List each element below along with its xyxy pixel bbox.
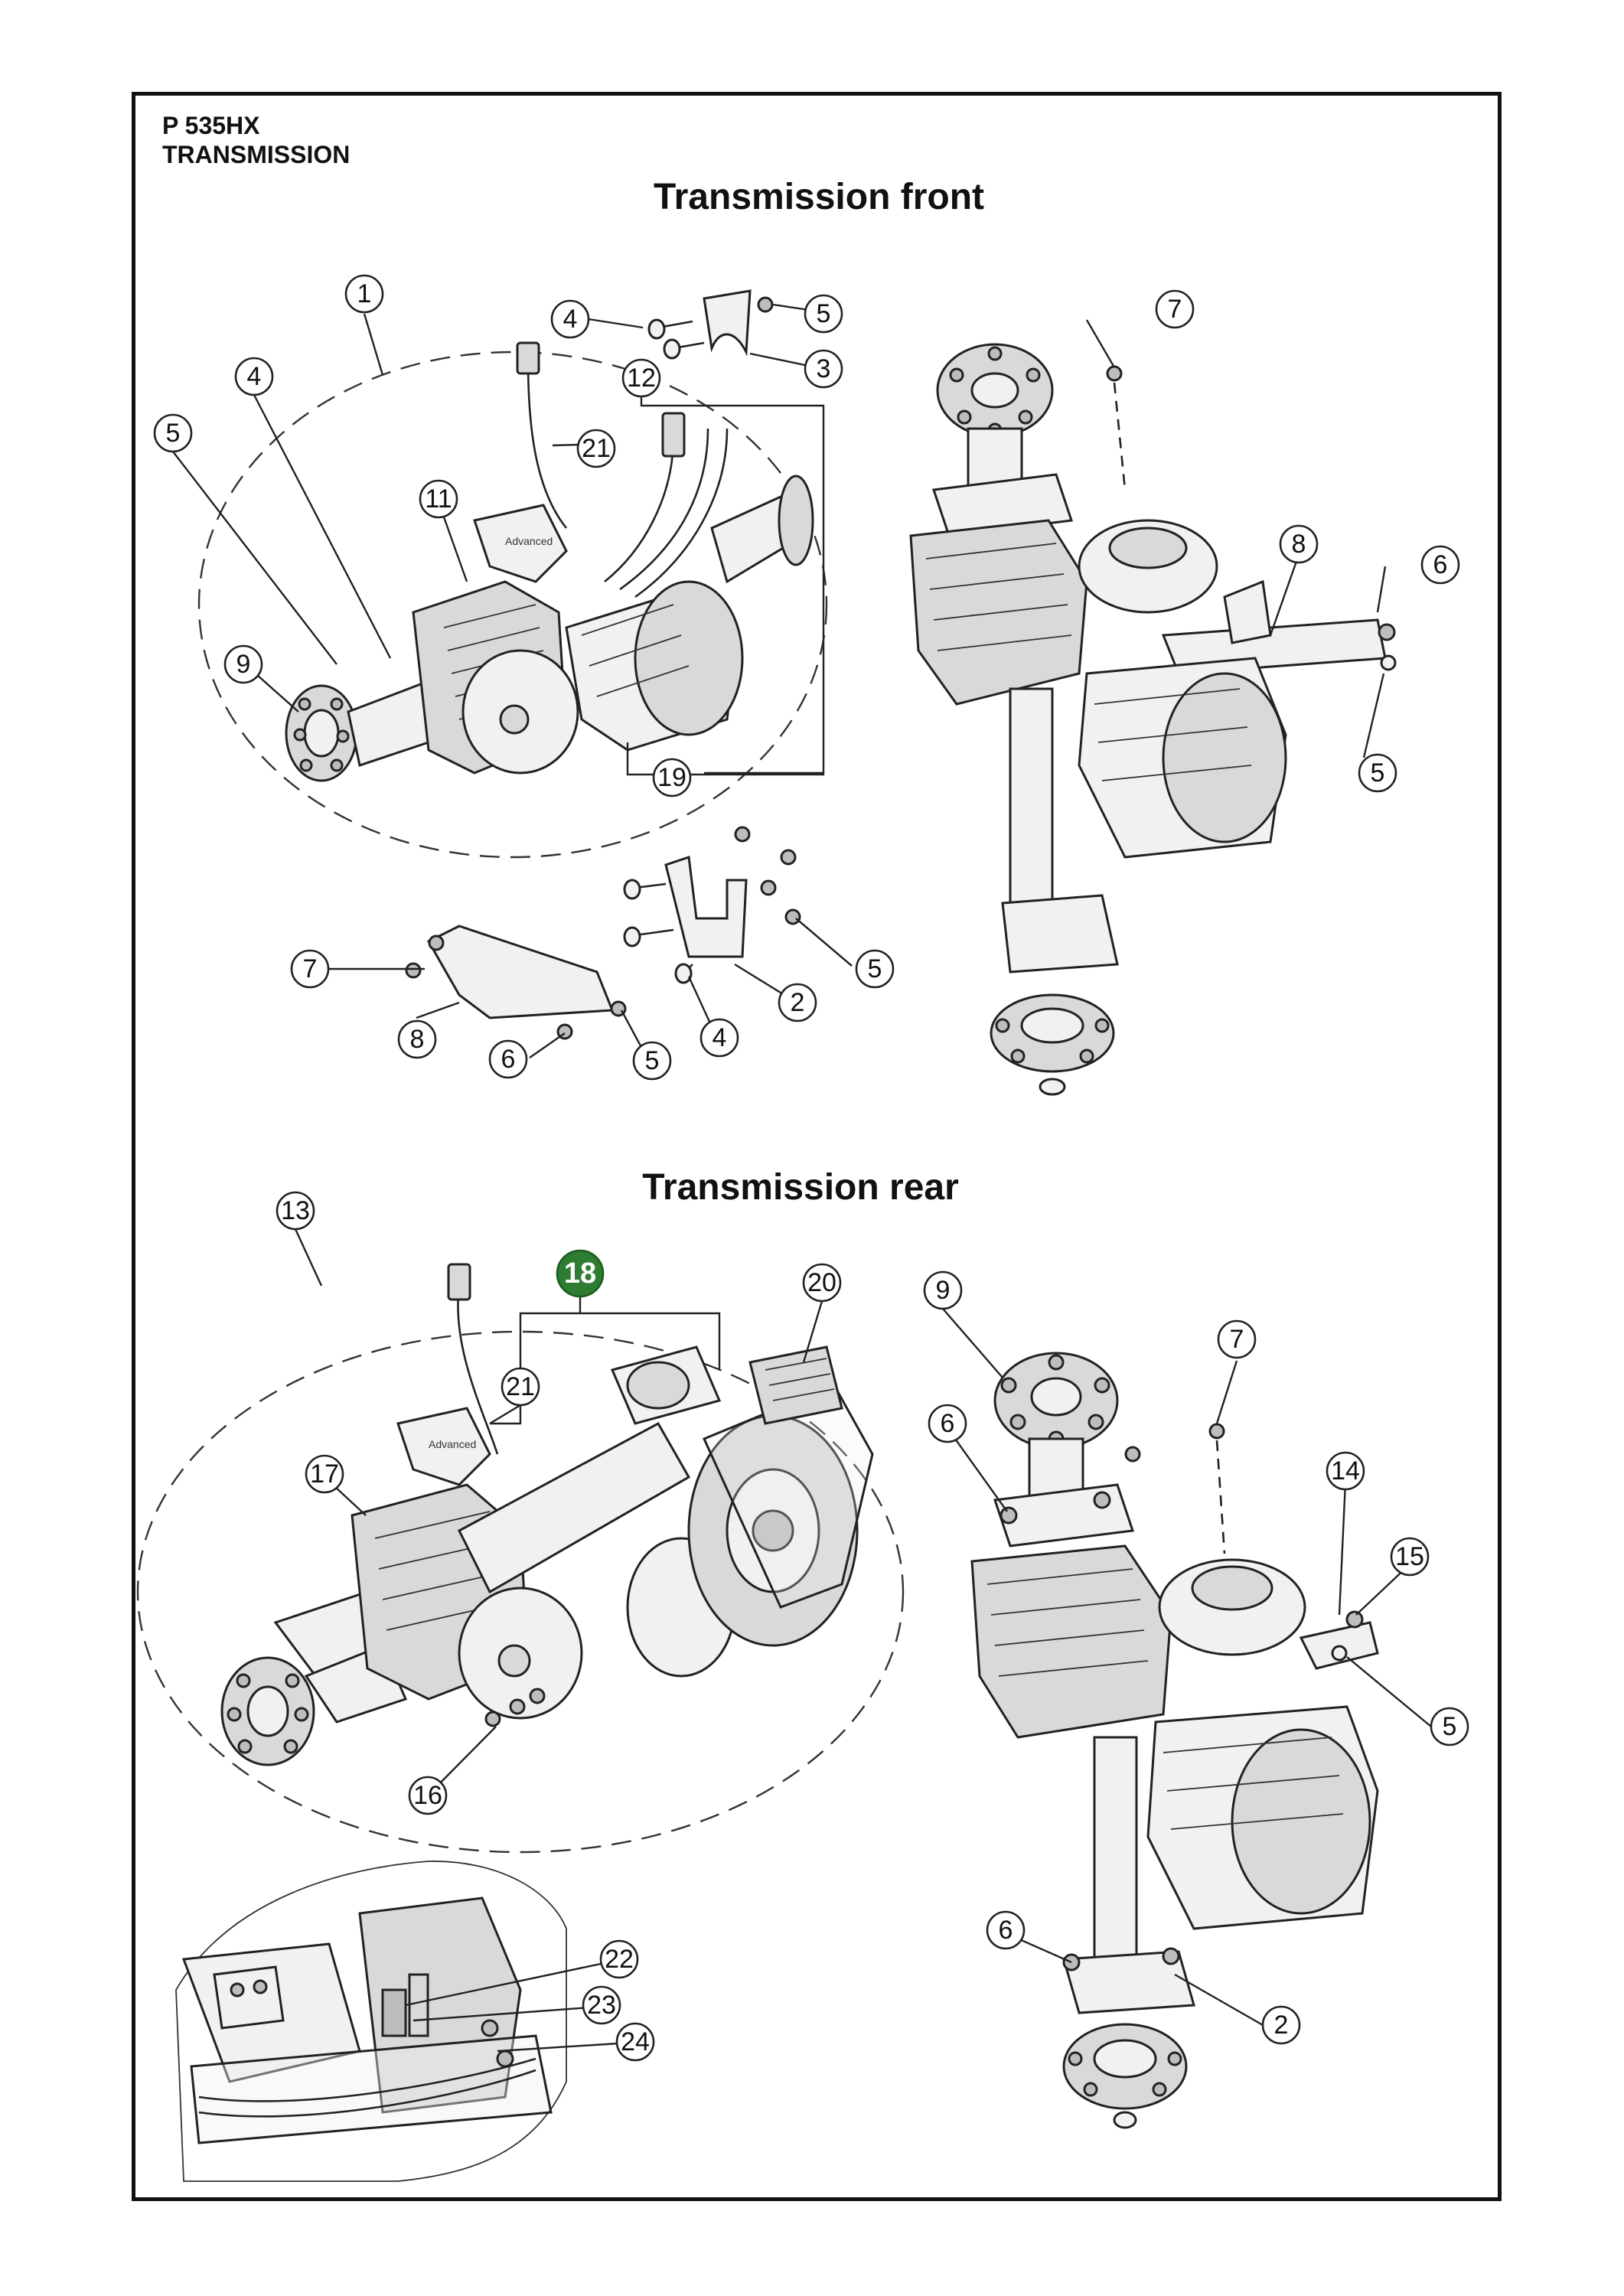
- svg-text:8: 8: [410, 1025, 425, 1054]
- svg-text:7: 7: [1168, 295, 1182, 324]
- callout-7: 7: [290, 949, 330, 989]
- callout-4: 4: [234, 357, 274, 396]
- callout-5: 5: [855, 949, 895, 989]
- callout-18-highlighted: 18: [556, 1249, 605, 1298]
- rear-section-title: Transmission rear: [642, 1167, 959, 1208]
- callout-6: 6: [928, 1404, 967, 1443]
- callout-21: 21: [576, 429, 616, 468]
- callout-8: 8: [1279, 524, 1319, 564]
- svg-text:1: 1: [357, 279, 372, 308]
- svg-text:7: 7: [1230, 1325, 1244, 1354]
- svg-text:22: 22: [605, 1945, 634, 1974]
- callout-2: 2: [778, 983, 817, 1022]
- callout-6: 6: [488, 1039, 528, 1079]
- svg-text:24: 24: [621, 2027, 650, 2056]
- front-transmission-exploded-view: Advanced: [285, 289, 814, 1040]
- callout-14: 14: [1326, 1451, 1365, 1491]
- rear-transmission-exploded-view: Advanced: [220, 1263, 874, 1766]
- callout-21: 21: [501, 1367, 540, 1407]
- callout-7: 7: [1155, 289, 1195, 329]
- callout-7: 7: [1217, 1319, 1257, 1359]
- callout-24: 24: [615, 2022, 655, 2062]
- svg-text:21: 21: [506, 1372, 535, 1401]
- svg-text:15: 15: [1395, 1542, 1424, 1571]
- callout-3: 3: [804, 349, 843, 389]
- rear-assembly-boundary: [136, 1330, 905, 1854]
- callout-4: 4: [699, 1018, 739, 1058]
- svg-text:7: 7: [303, 954, 318, 983]
- svg-text:19: 19: [657, 763, 686, 792]
- svg-text:9: 9: [936, 1276, 951, 1305]
- svg-text:11: 11: [425, 484, 452, 514]
- svg-text:17: 17: [310, 1459, 339, 1489]
- callout-13: 13: [276, 1191, 315, 1231]
- callout-9: 9: [923, 1270, 963, 1310]
- rear-assembly-group: Advanced: [136, 1191, 1469, 2182]
- callout-5: 5: [1430, 1707, 1469, 1746]
- svg-text:23: 23: [587, 1991, 616, 2020]
- callout-15: 15: [1390, 1537, 1430, 1577]
- model-label: P 535HX: [162, 112, 260, 139]
- connector-detail-inset: [175, 1861, 567, 2182]
- svg-text:6: 6: [501, 1045, 516, 1074]
- rear-cover-brand-mark: Advanced: [429, 1438, 476, 1450]
- front-assembly-group: Advanced: [153, 274, 1460, 1096]
- svg-text:13: 13: [281, 1196, 310, 1225]
- callout-16: 16: [408, 1776, 448, 1815]
- rear-transmission-assembled-view: [970, 1352, 1379, 2129]
- svg-text:6: 6: [1433, 550, 1448, 579]
- callout-2: 2: [1261, 2005, 1301, 2045]
- svg-text:2: 2: [1274, 2011, 1289, 2040]
- callout-5: 5: [1358, 753, 1397, 793]
- callout-12: 12: [621, 358, 661, 398]
- front-transmission-assembled-view: [909, 343, 1397, 1096]
- callout-20: 20: [802, 1263, 842, 1303]
- drawing-frame: [132, 92, 1502, 2201]
- svg-text:14: 14: [1331, 1456, 1360, 1486]
- svg-text:9: 9: [236, 650, 251, 679]
- svg-text:5: 5: [868, 954, 882, 983]
- svg-text:2: 2: [791, 988, 805, 1017]
- callout-8: 8: [397, 1019, 437, 1059]
- svg-text:16: 16: [413, 1781, 442, 1810]
- callout-19: 19: [652, 758, 692, 797]
- callout-17: 17: [305, 1454, 344, 1494]
- svg-text:4: 4: [247, 362, 262, 391]
- svg-text:4: 4: [713, 1023, 727, 1052]
- callout-22: 22: [599, 1939, 639, 1979]
- svg-text:5: 5: [817, 299, 831, 328]
- callout-11: 11: [419, 479, 458, 519]
- section-label: TRANSMISSION: [162, 141, 351, 168]
- svg-text:21: 21: [582, 434, 611, 463]
- callout-1: 1: [344, 274, 384, 314]
- callout-6: 6: [1420, 545, 1460, 585]
- svg-text:3: 3: [817, 354, 831, 383]
- callout-9: 9: [223, 644, 263, 684]
- callout-5: 5: [804, 294, 843, 334]
- svg-text:12: 12: [627, 364, 656, 393]
- svg-text:6: 6: [999, 1916, 1013, 1945]
- front-section-title: Transmission front: [653, 177, 985, 217]
- svg-text:5: 5: [1443, 1712, 1457, 1741]
- svg-text:18: 18: [564, 1257, 596, 1290]
- svg-text:5: 5: [1371, 758, 1385, 788]
- callout-6: 6: [986, 1910, 1026, 1950]
- cover-brand-mark: Advanced: [505, 535, 553, 547]
- callout-23: 23: [582, 1985, 621, 2025]
- svg-text:20: 20: [807, 1268, 836, 1297]
- front-leader-lines: [172, 303, 1387, 1061]
- svg-text:8: 8: [1292, 530, 1306, 559]
- callout-5: 5: [632, 1041, 672, 1081]
- callout-4: 4: [550, 299, 590, 339]
- svg-text:5: 5: [166, 419, 181, 448]
- front-assembly-boundary: [197, 351, 828, 859]
- rear-leader-lines: [294, 1228, 1432, 2053]
- svg-text:6: 6: [941, 1409, 955, 1438]
- svg-text:4: 4: [563, 305, 578, 334]
- callout-5: 5: [153, 413, 193, 453]
- svg-text:5: 5: [645, 1046, 660, 1075]
